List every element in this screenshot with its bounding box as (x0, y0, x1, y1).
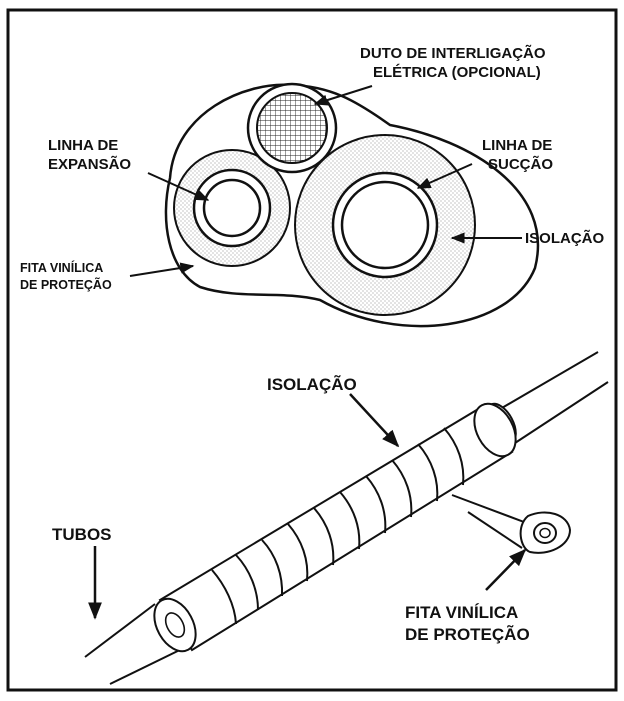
label-tape-section-line2: DE PROTEÇÃO (20, 277, 112, 292)
arrow-expansion (147, 172, 210, 201)
arrow-duct (313, 85, 373, 106)
arrow-suction (416, 163, 473, 189)
expansion-pipe-inner (202, 178, 262, 238)
arrow-insulation-perspective (349, 393, 400, 448)
tape-strip-upper (451, 494, 533, 526)
label-tape-section-line1: FITA VINÍLICA (20, 260, 103, 275)
pipe-left-lower (109, 644, 191, 685)
label-duct-line2: ELÉTRICA (OPCIONAL) (373, 64, 541, 81)
tape-strip-lower (467, 511, 523, 549)
label-tape-perspective-line1: FITA VINÍLICA (405, 603, 518, 622)
tape-spiral (211, 427, 465, 625)
label-insulation-section: ISOLAÇÃO (525, 229, 605, 247)
pipe-right-upper (494, 351, 599, 413)
cross-section-view: DUTO DE INTERLIGAÇÃO ELÉTRICA (OPCIONAL)… (20, 44, 605, 328)
arrow-tape-perspective (485, 548, 527, 591)
tape-roll-hole (539, 527, 551, 539)
label-expansion-line1: LINHA DE (48, 137, 118, 154)
label-suction-line2: SUCÇÃO (488, 155, 553, 173)
pipe-left-upper (84, 603, 156, 658)
outer-frame (6, 8, 618, 692)
label-insulation-perspective: ISOLAÇÃO (267, 374, 357, 394)
tape-roll (451, 494, 572, 554)
bundle-left-pipe-end (164, 612, 186, 638)
label-tubes: TUBOS (52, 525, 112, 544)
suction-pipe-inner (340, 180, 430, 270)
arrow-tape-section (129, 262, 195, 277)
label-tape-perspective-line2: DE PROTEÇÃO (405, 624, 530, 644)
electrical-duct-grid (256, 92, 328, 164)
perspective-view: ISOLAÇÃO TUBOS FITA VINÍLICA DE PROTEÇÃO (52, 351, 609, 685)
label-expansion-line2: EXPANSÃO (48, 155, 131, 173)
label-suction-line1: LINHA DE (482, 137, 552, 154)
label-duct-line1: DUTO DE INTERLIGAÇÃO (360, 44, 546, 62)
bundle-right-end (473, 402, 517, 458)
pipe-right-lower (514, 381, 609, 444)
